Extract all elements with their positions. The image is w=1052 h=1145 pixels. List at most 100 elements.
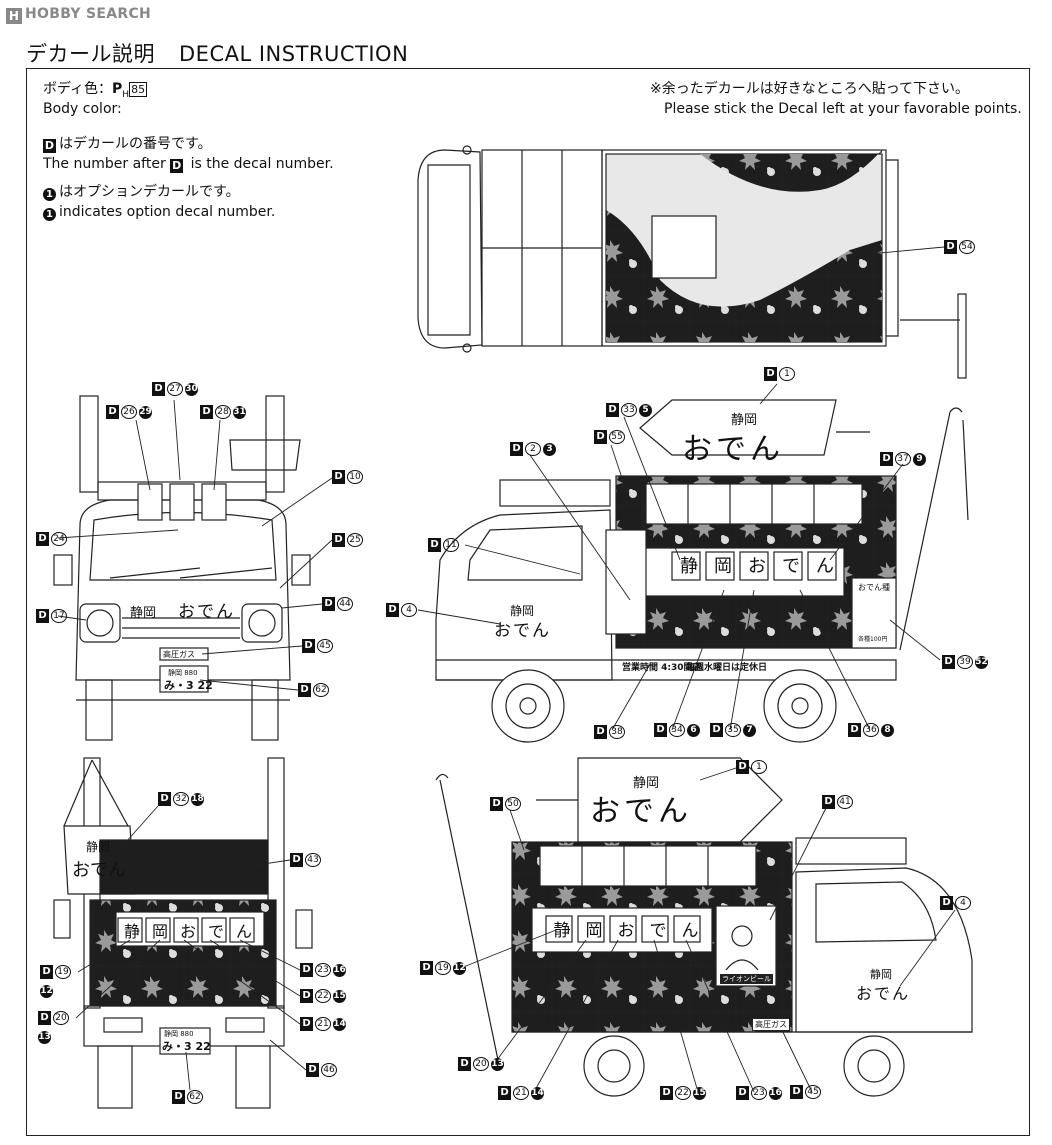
option-decal-number: 6 <box>687 723 700 737</box>
decal-d-mark: D <box>36 609 49 623</box>
decal-number: 33 <box>621 403 637 417</box>
option-decal-number: 29 <box>139 405 152 419</box>
option-decal-number: 8 <box>881 723 894 737</box>
decal-d-mark: D <box>332 533 345 547</box>
decal-number: 32 <box>173 792 189 806</box>
decal-number: 21 <box>513 1086 529 1100</box>
decal-d-mark: D <box>940 896 953 910</box>
decal-d-mark: D <box>298 683 311 697</box>
decal-number: 23 <box>315 963 331 977</box>
option-decal-number: 15 <box>693 1086 706 1100</box>
decal-d-mark: D <box>420 961 433 975</box>
instruction-frame <box>26 68 1030 1136</box>
angled-door-shizuoka: 静岡 <box>870 968 892 981</box>
decal-d-mark: D <box>290 853 303 867</box>
decal-d-mark: D <box>172 1090 185 1104</box>
decal-d-mark: D <box>764 367 777 381</box>
decal-number: 22 <box>315 989 331 1003</box>
decal-number: 2 <box>525 442 541 456</box>
decal-d-mark: D <box>300 1017 313 1031</box>
closed-text: 毎週水曜日は定休日 <box>686 663 768 673</box>
option-decal-number: 52 <box>975 655 988 669</box>
option-decal-number: 18 <box>191 792 204 806</box>
option-decal-number: 12 <box>453 961 466 975</box>
decal-number: 36 <box>863 723 879 737</box>
side-sign-main: おでん <box>682 432 784 467</box>
note-en: Please stick the Decal left at your favo… <box>664 101 1022 117</box>
decal-number: 23 <box>751 1086 767 1100</box>
front-plate-top: 静岡 880 <box>168 669 198 677</box>
decal-number: 4 <box>401 603 417 617</box>
decal-d-mark: D <box>38 1011 51 1025</box>
decal-d-mark: D <box>790 1085 803 1099</box>
decal-number: 44 <box>337 597 353 611</box>
hours-text: 営業時間 4:30開店 <box>622 663 702 673</box>
decal-number: 46 <box>321 1063 337 1077</box>
decal-number: 45 <box>805 1085 821 1099</box>
option-decal-number: 14 <box>531 1086 544 1100</box>
decal-d-mark: D <box>498 1086 511 1100</box>
decal-d-mark: D <box>942 655 955 669</box>
decal-d-mark: D <box>848 723 861 737</box>
banner-char: 岡 <box>151 922 168 941</box>
decal-number: 38 <box>609 725 625 739</box>
option-decal-number: 7 <box>743 723 756 737</box>
angled-door-oden: おでん <box>856 984 911 1003</box>
decal-d-mark: D <box>458 1057 471 1071</box>
decal-d-mark: D <box>736 760 749 774</box>
note-jp: ※余ったデカールは好きなところへ貼って下さい。 <box>650 81 970 97</box>
beer-poster-text: ライオンビール <box>720 974 773 984</box>
option-decal-number: 31 <box>233 405 246 419</box>
decal-number: 21 <box>315 1017 331 1031</box>
decal-number: 26 <box>121 405 137 419</box>
decal-number: 20 <box>473 1057 489 1071</box>
decal-d-mark: D <box>158 792 171 806</box>
side-banner: 静岡おでん <box>672 552 842 578</box>
decal-number: 22 <box>675 1086 691 1100</box>
decal-d-mark: D <box>490 797 503 811</box>
door-shizuoka: 静岡 <box>510 604 535 618</box>
option-decal-number: 15 <box>333 989 346 1003</box>
rear-plate-bottom: み・3 22 <box>162 1040 211 1053</box>
decal-d-mark: D <box>40 965 53 979</box>
banner-char: で <box>649 921 667 941</box>
decal-d-mark: D <box>606 403 619 417</box>
banner-char: 岡 <box>585 921 603 941</box>
banner-char: で <box>207 922 224 941</box>
hobby-search-logo-icon: H <box>6 8 22 24</box>
angled-high-pressure: 高圧ガス <box>752 1018 790 1031</box>
decal-d-mark: D <box>510 442 523 456</box>
decal-d-mark: D <box>302 639 315 653</box>
banner-char: お <box>748 556 766 577</box>
decal-number: 43 <box>305 853 321 867</box>
decal-number: 34 <box>669 723 685 737</box>
decal-d-mark: D <box>106 405 119 419</box>
decal-number: 55 <box>609 430 625 444</box>
decal-d-mark: D <box>654 723 667 737</box>
